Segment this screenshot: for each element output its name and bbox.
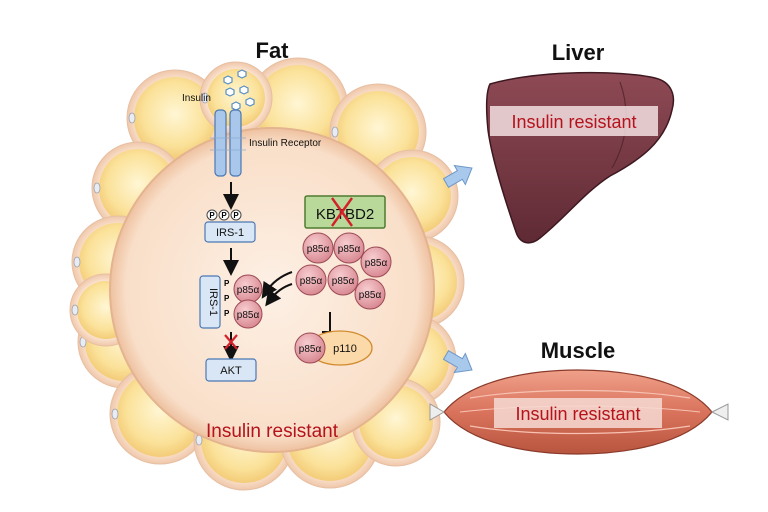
- irs1-label-vertical: IRS-1: [207, 288, 219, 316]
- irs1-label-top: IRS-1: [216, 227, 244, 239]
- p85a-complex: [294, 332, 326, 364]
- p85a-free-2: p85α: [338, 244, 361, 255]
- phospho-p3: P: [233, 211, 239, 220]
- liver-title: Liver: [552, 40, 605, 65]
- liver-status-bg: [490, 106, 658, 136]
- p85a-free-6: p85α: [359, 290, 382, 301]
- adipocyte-nucleus: [71, 304, 79, 316]
- muscle-title: Muscle: [541, 338, 616, 363]
- p85a-free-cluster: [295, 232, 392, 310]
- adipocyte-nucleus: [201, 92, 209, 104]
- p85a-bound-2-label: p85α: [237, 310, 260, 321]
- phospho-p2: P: [221, 211, 227, 220]
- insulin-receptor: [210, 109, 246, 177]
- insulin-molecules-icon: [223, 69, 255, 111]
- liver-organ-icon: [485, 71, 675, 244]
- red-x-icon-akt: [224, 334, 238, 350]
- akt-label: AKT: [220, 365, 242, 377]
- insulin-receptor-label: Insulin Receptor: [249, 138, 322, 149]
- red-x-icon-kbtbd2: [331, 197, 353, 227]
- p85a-free-5: p85α: [332, 276, 355, 287]
- p85a-bound-1-label: p85α: [237, 285, 260, 296]
- fat-title: Fat: [256, 38, 290, 63]
- phospho-p1: P: [209, 211, 215, 220]
- kbtbd2-box: [304, 195, 386, 229]
- liver-status-text: Insulin resistant: [511, 112, 636, 132]
- irs1-box-vertical: [199, 275, 221, 329]
- p110-label: p110: [333, 343, 357, 355]
- adipocyte-nucleus: [128, 112, 136, 124]
- curved-binding-arrows: [261, 271, 293, 307]
- adipocyte-nucleus: [73, 256, 81, 268]
- adipocyte-nucleus: [93, 182, 101, 194]
- phospho-side-2: P: [224, 294, 230, 303]
- phospho-side-3: P: [224, 309, 230, 318]
- adipocyte-lipid-droplet: [134, 77, 216, 159]
- muscle-status-text: Insulin resistant: [515, 404, 640, 424]
- p85a-bound-2: [233, 299, 263, 329]
- p85a-complex-label: p85α: [299, 344, 322, 355]
- p85a-free-1: p85α: [307, 244, 330, 255]
- central-fat-cell: [109, 127, 435, 453]
- p85a-free-4: p85α: [300, 276, 323, 287]
- adipocyte-nucleus: [111, 408, 119, 420]
- fat-status-text: Insulin resistant: [206, 421, 339, 442]
- phospho-group-top: [206, 209, 242, 221]
- right-block-arrow-icon-muscle: [442, 349, 473, 374]
- irs1-box-top: [204, 221, 256, 243]
- insulin-label: Insulin: [182, 93, 211, 104]
- right-block-arrow-icon-liver: [442, 164, 473, 189]
- akt-box: [205, 358, 257, 382]
- phospho-side-1: P: [224, 279, 230, 288]
- muscle-status-bg: [494, 398, 662, 428]
- p85a-free-3: p85α: [365, 258, 388, 269]
- adipocyte-nucleus: [331, 126, 339, 138]
